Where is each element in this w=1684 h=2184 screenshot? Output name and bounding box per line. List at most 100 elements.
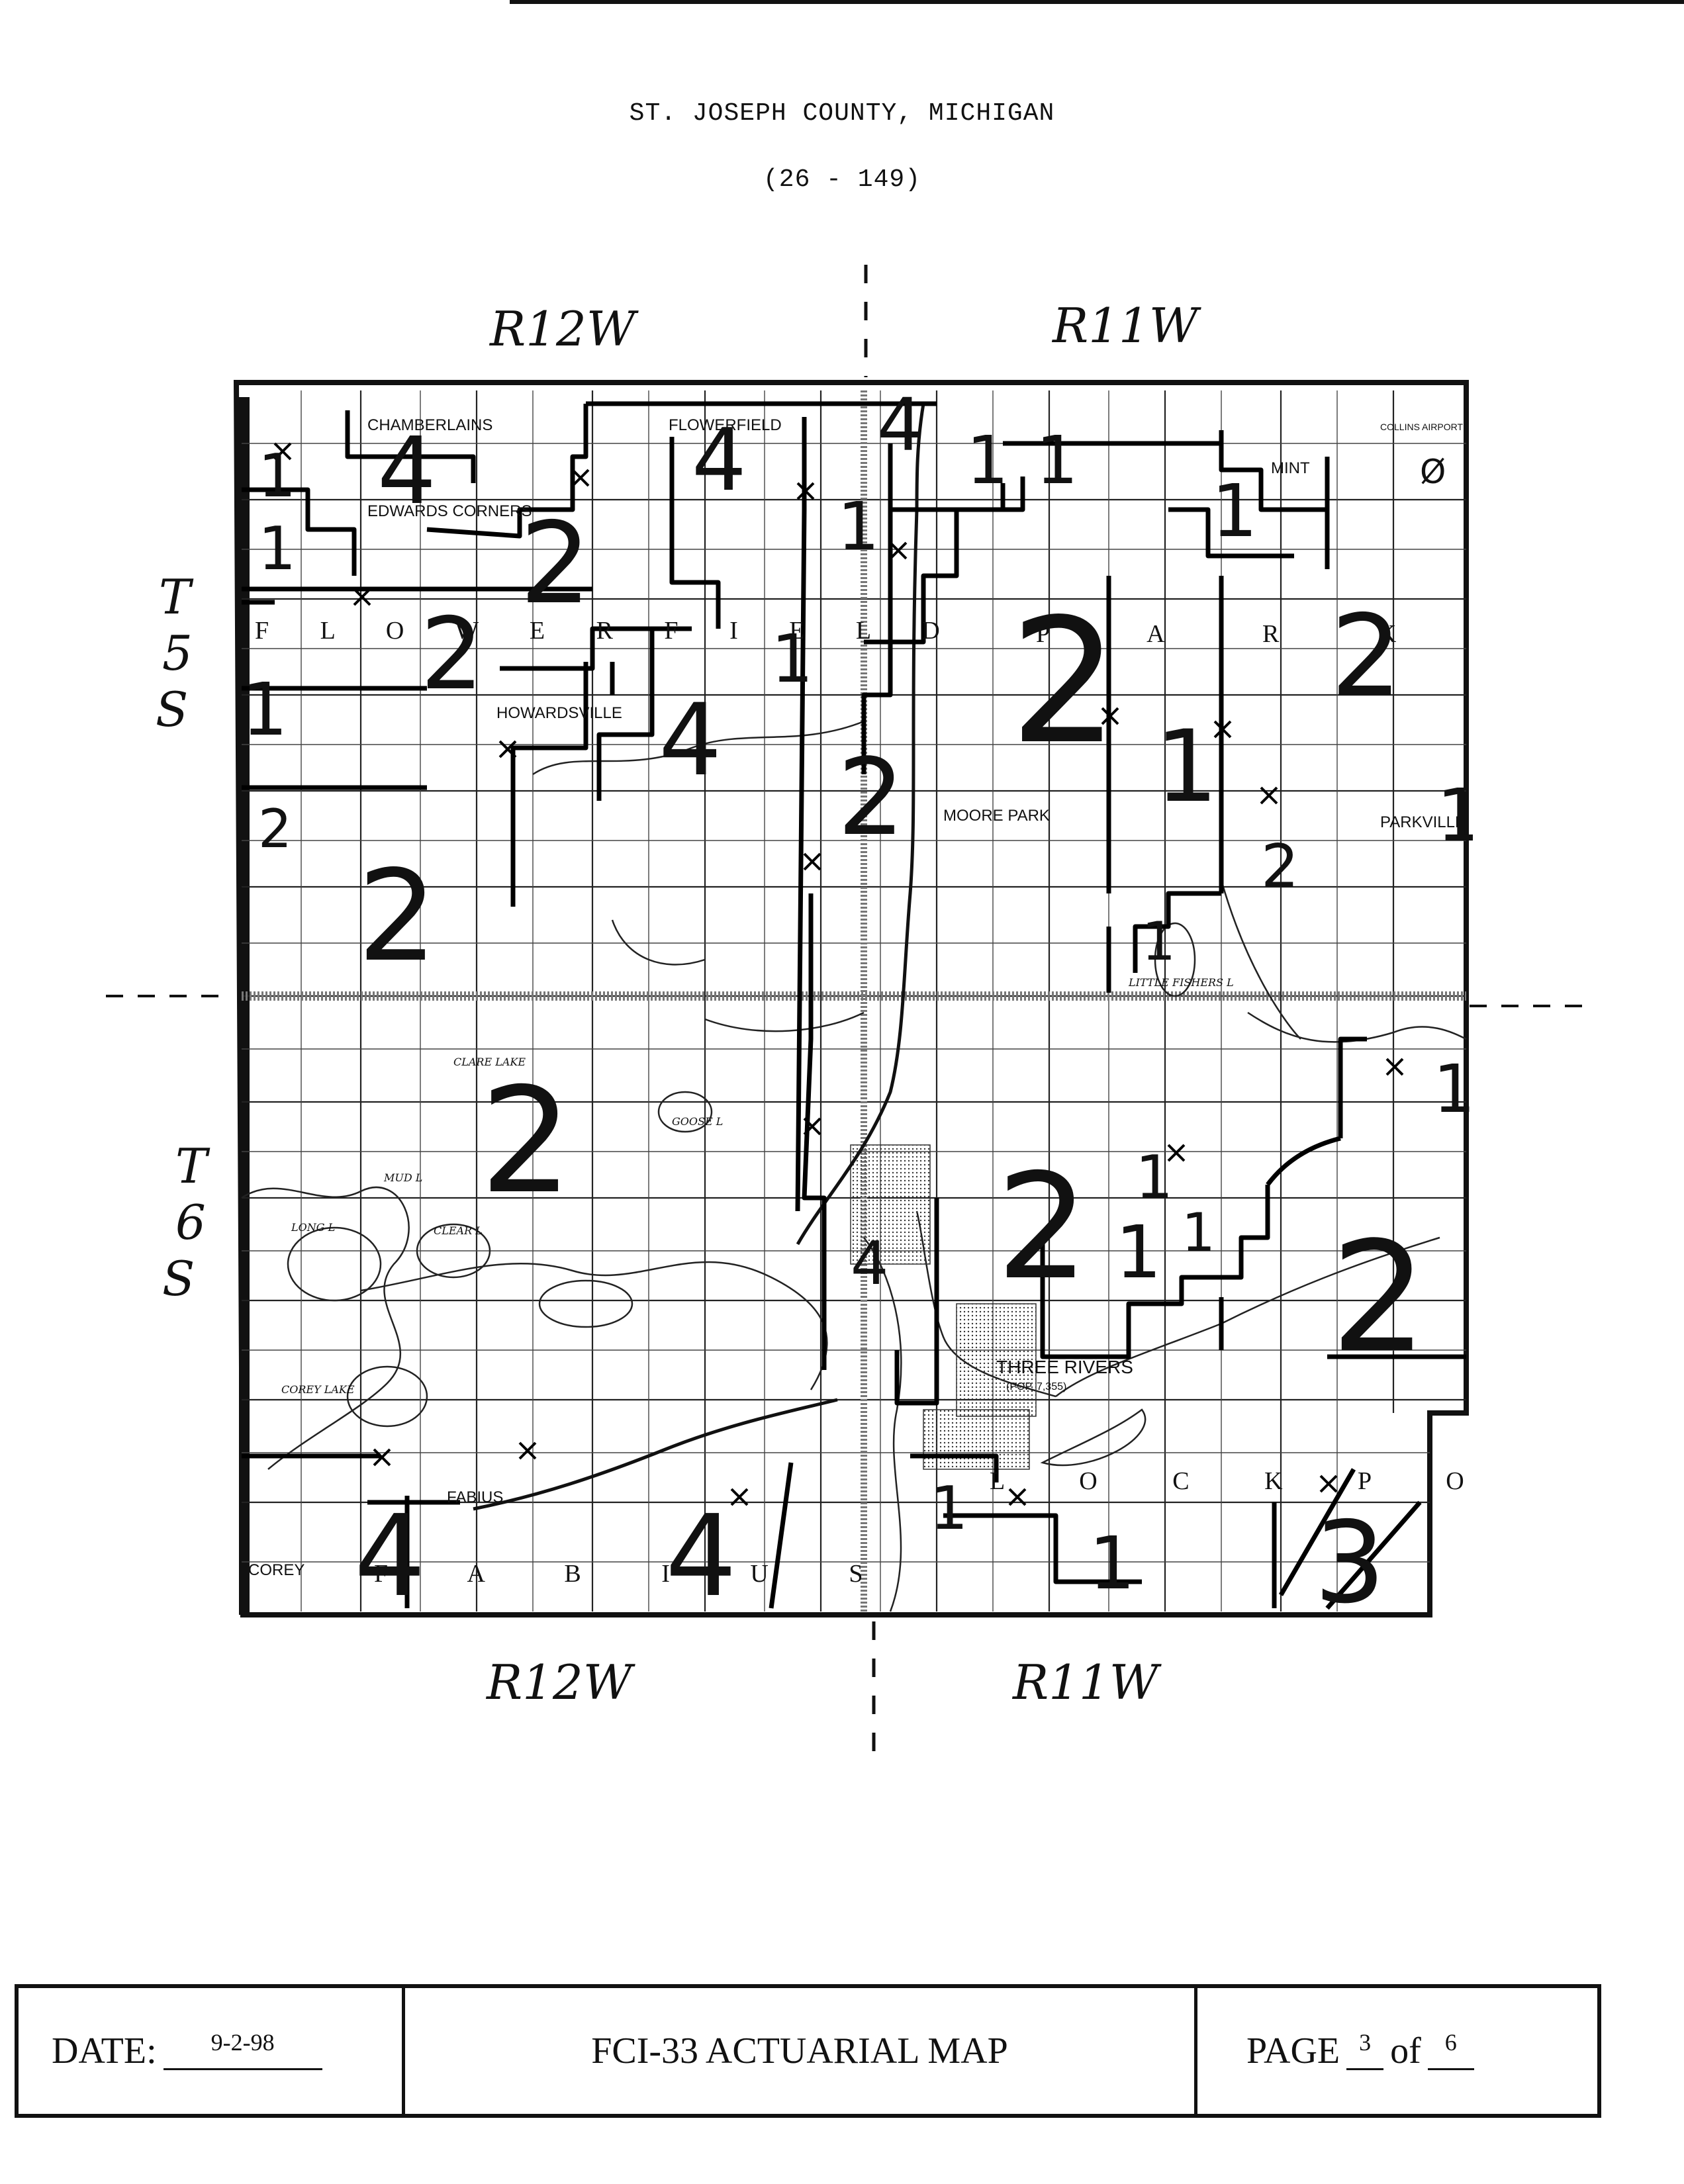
place-edwards-corners: EDWARDS CORNERS [367, 502, 532, 520]
title-block: DATE: 9-2-98 FCI-33 ACTUARIAL MAP PAGE 3… [15, 1984, 1601, 2118]
township-label-lower-t: T [175, 1138, 208, 1194]
zone-number: 1 [1155, 709, 1218, 825]
lake-corey: COREY LAKE [281, 1383, 355, 1396]
zone-number: 3 [1314, 1498, 1385, 1628]
zone-number: 1 [1135, 1143, 1173, 1212]
zone-number: 2 [357, 843, 438, 989]
place-parkville: PARKVILLE [1380, 813, 1466, 831]
place-three-rivers: THREE RIVERS [996, 1357, 1133, 1377]
page-number: 3 [1359, 2028, 1372, 2056]
zone-number: 4 [354, 1491, 426, 1622]
date-label: DATE: [52, 2030, 157, 2071]
lake-fishers: LITTLE FISHERS L [1128, 976, 1234, 989]
township-names: F L O W E R F I E L D P A R K F A B I U … [255, 617, 1473, 1588]
zone-number: 1 [966, 422, 1009, 499]
township-name-park: P A R K [1036, 620, 1442, 648]
place-mint: MINT [1271, 459, 1310, 477]
zone-number: 2 [1331, 1210, 1427, 1387]
county-map: F L O W E R F I E L D P A R K F A B I U … [233, 380, 1473, 1628]
date-value: 9-2-98 [210, 2028, 275, 2056]
map-code: (26 - 149) [763, 165, 921, 194]
road-network [242, 390, 1466, 1612]
township-name-fabius: F A B I U S [374, 1560, 900, 1588]
zone-number: 1 [242, 667, 288, 752]
zone-number: 2 [837, 735, 905, 859]
zone-number: 4 [377, 418, 436, 525]
zone-boundaries [242, 401, 1466, 1610]
actuarial-map-title: FCI-33 ACTUARIAL MAP [591, 2030, 1008, 2071]
zone-number: 1 [1436, 773, 1473, 858]
place-chamberlains: CHAMBERLAINS [367, 416, 492, 434]
zone-number: 1 [1036, 422, 1078, 499]
page-label: PAGE [1246, 2030, 1340, 2071]
zone-number: 2 [1261, 832, 1299, 901]
highways [473, 403, 925, 1511]
zone-number: Ø [1420, 453, 1446, 491]
township-name-flowerfield: F L O W E R F I E L D [255, 617, 962, 645]
zone-number: 2 [480, 1056, 573, 1226]
zone-number: 2 [996, 1142, 1089, 1312]
lake-long: LONG L [291, 1221, 335, 1234]
place-fabius: FABIUS [447, 1488, 503, 1506]
range-label-top-right: R11W [1052, 298, 1198, 353]
lake-names: CLEAR L LONG L MUD L COREY LAKE GOOSE L … [281, 976, 1234, 1396]
zone-numbers: 1 4 1 2 2 4 1 1 4 1 2 1 4 2 1 2 1 1 1 2 … [242, 383, 1473, 1628]
place-corey: COREY [248, 1561, 304, 1579]
zone-number: 2 [520, 498, 591, 629]
zone-number: 1 [837, 488, 880, 565]
township-label-upper-s: S [156, 682, 189, 737]
west-boundary-bar [239, 397, 250, 1615]
map-title: ST. JOSEPH COUNTY, MICHIGAN [629, 99, 1055, 128]
place-three-rivers-pop: (POP. 7,355) [1006, 1381, 1066, 1392]
zone-number: 4 [659, 683, 722, 798]
place-names: CHAMBERLAINS FLOWERFIELD EDWARDS CORNERS… [248, 416, 1466, 1579]
zone-number: 2 [1331, 591, 1402, 722]
top-border-line [510, 0, 1684, 4]
township-label-upper-t: T [159, 569, 191, 625]
date-blank: 9-2-98 [163, 2029, 322, 2070]
title-block-page: PAGE 3 of 6 [1197, 1988, 1597, 2114]
section-grid [242, 390, 1466, 1612]
lake-clare: CLARE LAKE [453, 1056, 526, 1068]
zone-number: 1 [1142, 911, 1176, 972]
zone-number: 1 [1211, 469, 1258, 553]
zone-number: 1 [1089, 1521, 1135, 1606]
township-label-lower-s: S [162, 1251, 195, 1306]
zone-number: 4 [665, 1491, 737, 1622]
range-label-bottom-left: R12W [487, 1655, 632, 1710]
lake-mud: MUD L [383, 1171, 422, 1184]
township-name-lockport: L O C K P O R T [990, 1467, 1473, 1495]
range-label-bottom-right: R11W [1013, 1655, 1158, 1710]
lake-clear: CLEAR L [434, 1224, 483, 1237]
zone-number: 1 [258, 441, 296, 511]
zone-number: 1 [1115, 1210, 1162, 1295]
x-marks [273, 442, 1404, 1506]
zone-number: 1 [771, 620, 814, 698]
lake-goose: GOOSE L [672, 1115, 723, 1128]
urban-areas [850, 1144, 1037, 1470]
place-howardsville: HOWARDSVILLE [496, 704, 622, 722]
zone-number: 2 [1009, 582, 1119, 782]
page-total-blank: 6 [1427, 2029, 1474, 2070]
page-number-blank: 3 [1346, 2029, 1384, 2070]
range-label-top-left: R12W [490, 301, 635, 357]
township-label-upper-num: 5 [162, 625, 193, 681]
page-total: 6 [1444, 2028, 1457, 2056]
of-label: of [1390, 2030, 1421, 2071]
title-block-date: DATE: 9-2-98 [19, 1988, 405, 2114]
title-block-title: FCI-33 ACTUARIAL MAP [405, 1988, 1197, 2114]
zone-number: 4 [692, 410, 747, 510]
zone-number: 1 [258, 514, 296, 584]
rivers-and-lakes [241, 720, 1467, 1612]
township-label-lower-num: 6 [175, 1195, 206, 1250]
zone-number: 4 [877, 383, 923, 467]
place-collins-airport: COLLINS AIRPORT [1380, 422, 1463, 432]
place-moore-park: MOORE PARK [943, 807, 1050, 825]
zone-number: 1 [1182, 1202, 1215, 1263]
place-flowerfield: FLOWERFIELD [669, 416, 782, 434]
zone-number: 2 [258, 798, 292, 860]
zone-number: 1 [1433, 1050, 1473, 1128]
zone-number: 4 [851, 1229, 888, 1298]
zone-number: 2 [420, 597, 483, 712]
zone-number: 1 [930, 1474, 968, 1543]
